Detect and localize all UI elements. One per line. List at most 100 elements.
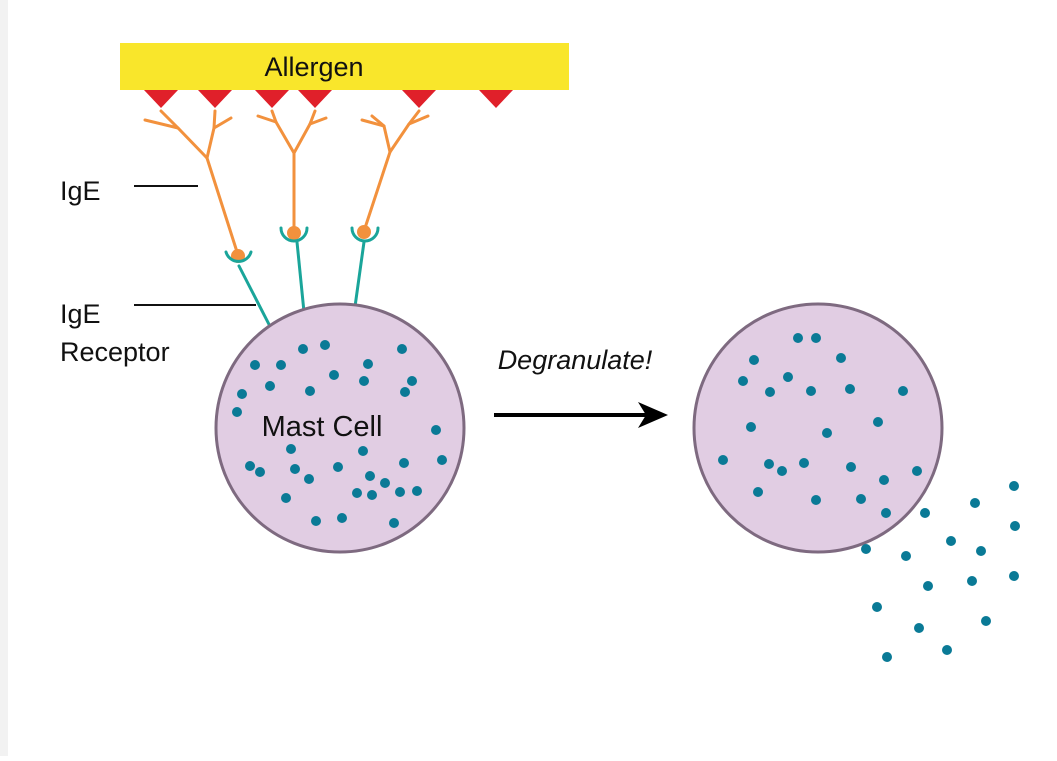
granule [970, 498, 980, 508]
granule [923, 581, 933, 591]
granule [380, 478, 390, 488]
ige-receptor [279, 226, 309, 324]
granule [397, 344, 407, 354]
granule [281, 493, 291, 503]
ige-antibodies [143, 109, 430, 263]
granule [365, 471, 375, 481]
granule [304, 474, 314, 484]
granule [783, 372, 793, 382]
granule [881, 508, 891, 518]
mast-cell-granules [232, 340, 447, 528]
granule [389, 518, 399, 528]
epitopes [144, 90, 513, 108]
granule [311, 516, 321, 526]
granule [764, 459, 774, 469]
granule [352, 488, 362, 498]
allergen-label: Allergen [264, 52, 363, 82]
granule [407, 376, 417, 386]
granule [873, 417, 883, 427]
granule [412, 486, 422, 496]
granule [431, 425, 441, 435]
epitope [144, 90, 178, 108]
degranulate-arrow-head [638, 402, 668, 428]
epitope [479, 90, 513, 108]
granule [749, 355, 759, 365]
granule [237, 389, 247, 399]
epitope [198, 90, 232, 108]
granule [367, 490, 377, 500]
page-edge [0, 0, 8, 756]
granule [265, 381, 275, 391]
granule [836, 353, 846, 363]
granule [879, 475, 889, 485]
granule [777, 466, 787, 476]
epitope [298, 90, 332, 108]
granule [806, 386, 816, 396]
granule [882, 652, 892, 662]
mast-cell-label: Mast Cell [262, 411, 383, 443]
epitope [402, 90, 436, 108]
granule [232, 407, 242, 417]
ige-receptor-label-line2: Receptor [60, 337, 170, 367]
granule [329, 370, 339, 380]
ige-fc-end [357, 225, 371, 239]
ige-antibody [256, 109, 328, 234]
granule [320, 340, 330, 350]
granule [898, 386, 908, 396]
granule [290, 464, 300, 474]
granule [799, 458, 809, 468]
granule [276, 360, 286, 370]
granule [981, 616, 991, 626]
granule [1009, 571, 1019, 581]
ige-label: IgE [60, 176, 101, 206]
granule [861, 544, 871, 554]
granule [1010, 521, 1020, 531]
degranulate-label: Degranulate! [498, 345, 653, 375]
ige-receptor-label-line1: IgE [60, 299, 101, 329]
granule [901, 551, 911, 561]
granule [822, 428, 832, 438]
granule [793, 333, 803, 343]
granule [363, 359, 373, 369]
granule [359, 376, 369, 386]
granule [738, 376, 748, 386]
granule [920, 508, 930, 518]
granule [967, 576, 977, 586]
ige-antibody [360, 109, 430, 233]
granule [914, 623, 924, 633]
granule [305, 386, 315, 396]
granule [286, 444, 296, 454]
granule [856, 494, 866, 504]
released-granules [861, 481, 1020, 662]
granule [395, 487, 405, 497]
granule [250, 360, 260, 370]
granule [912, 466, 922, 476]
granule [753, 487, 763, 497]
remaining-granules [718, 333, 922, 518]
granule [746, 422, 756, 432]
granule [400, 387, 410, 397]
granule [872, 602, 882, 612]
granule [245, 461, 255, 471]
granule [811, 495, 821, 505]
granule [437, 455, 447, 465]
granule [845, 384, 855, 394]
ige-fc-end [287, 226, 301, 240]
granule [1009, 481, 1019, 491]
granule [846, 462, 856, 472]
granule [976, 546, 986, 556]
ige-antibody [143, 109, 240, 257]
granule [765, 387, 775, 397]
granule [298, 344, 308, 354]
granule [718, 455, 728, 465]
granule [358, 446, 368, 456]
granule [255, 467, 265, 477]
granule [399, 458, 409, 468]
granule [337, 513, 347, 523]
granule [811, 333, 821, 343]
granule [946, 536, 956, 546]
epitope [255, 90, 289, 108]
granule [333, 462, 343, 472]
